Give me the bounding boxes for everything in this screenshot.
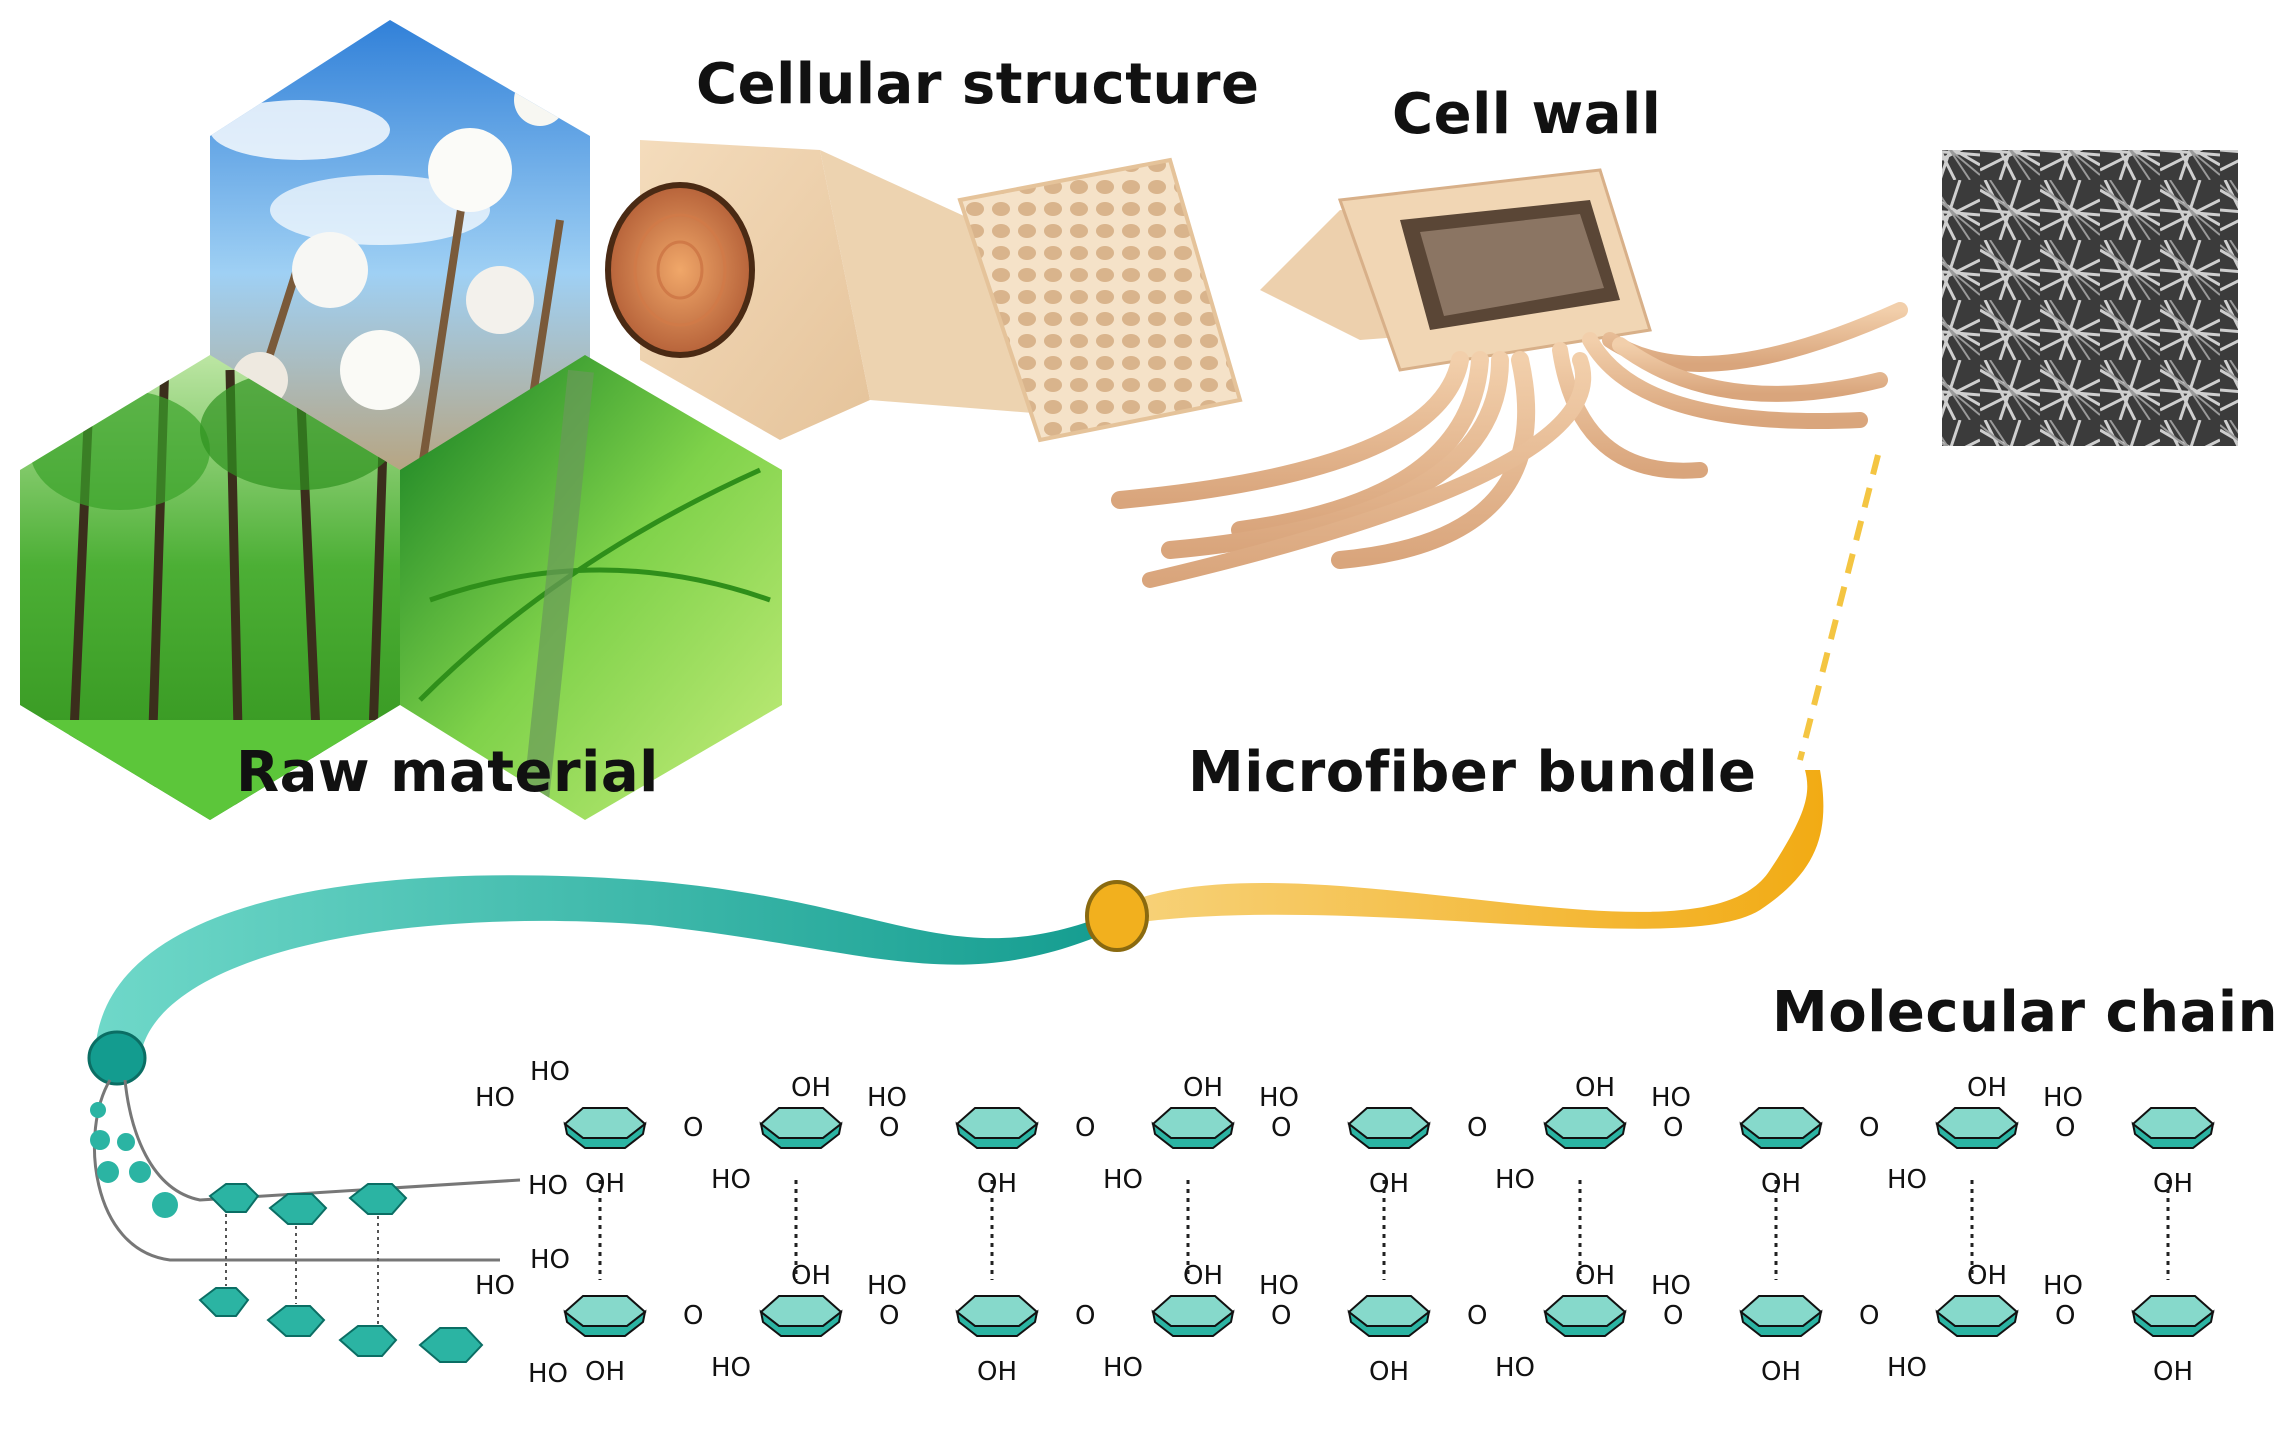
- chain-schematic: [90, 1079, 521, 1363]
- molecule-label: HO: [528, 1171, 568, 1201]
- glucose-ring: [564, 1295, 646, 1337]
- glucose-ring: [760, 1107, 842, 1149]
- teal-tube-end: [87, 1030, 147, 1086]
- molecule-label: HO: [2043, 1271, 2083, 1301]
- molecule-label: O: [1075, 1301, 1095, 1331]
- molecule-label: OH: [1369, 1169, 1409, 1199]
- molecule-label: HO: [1103, 1165, 1143, 1195]
- molecule-label: OH: [1575, 1261, 1615, 1291]
- molecule-label: OH: [1761, 1169, 1801, 1199]
- molecule-label: HO: [1259, 1083, 1299, 1113]
- molecule-label: OH: [1761, 1357, 1801, 1387]
- molecule-label: OH: [1369, 1357, 1409, 1387]
- molecule-label: O: [1663, 1301, 1683, 1331]
- molecule-label: HO: [530, 1057, 570, 1087]
- molecule-label: O: [1859, 1113, 1879, 1143]
- molecule-label: O: [683, 1301, 703, 1331]
- molecule-label: OH: [1967, 1073, 2007, 1103]
- molecule-label: HO: [867, 1271, 907, 1301]
- molecule-label: HO: [2043, 1083, 2083, 1113]
- glucose-ring: [1936, 1107, 2018, 1149]
- fibrils-spreading: [1111, 302, 1908, 588]
- microfiber-bundle-cross-section: [1085, 880, 1149, 952]
- molecule-label: O: [879, 1301, 899, 1331]
- glucose-ring: [956, 1107, 1038, 1149]
- molecule-label: OH: [791, 1261, 831, 1291]
- molecule-label: OH: [585, 1169, 625, 1199]
- glucose-ring: [2132, 1295, 2214, 1337]
- glucose-ring: [564, 1107, 646, 1149]
- molecule-label: HO: [1103, 1353, 1143, 1383]
- molecule-label: HO: [711, 1165, 751, 1195]
- glucose-ring: [1152, 1107, 1234, 1149]
- molecule-label: OH: [2153, 1169, 2193, 1199]
- label-microfiber-bundle: Microfiber bundle: [1188, 740, 1757, 805]
- label-molecular-chain: Molecular chain: [1772, 980, 2278, 1045]
- molecular-chain: OHOOHOOHHOOHOOHOOHHOOHOOHOOHHOOHOOHOOHHO…: [475, 1057, 2214, 1389]
- molecule-label: O: [1467, 1301, 1487, 1331]
- molecule-label: HO: [711, 1353, 751, 1383]
- molecule-label: HO: [1495, 1353, 1535, 1383]
- molecule-label: OH: [585, 1357, 625, 1387]
- molecule-label: O: [2055, 1113, 2075, 1143]
- molecule-label: OH: [791, 1073, 831, 1103]
- molecule-label: O: [683, 1113, 703, 1143]
- molecule-label: O: [2055, 1301, 2075, 1331]
- molecule-label: HO: [528, 1359, 568, 1389]
- label-cell-wall: Cell wall: [1392, 82, 1662, 147]
- molecule-label: O: [879, 1113, 899, 1143]
- microfiber-gold-ribbon: [1120, 770, 1824, 929]
- molecule-label: O: [1075, 1113, 1095, 1143]
- molecule-label: O: [1859, 1301, 1879, 1331]
- molecule-label: OH: [1575, 1073, 1615, 1103]
- molecule-label: HO: [1887, 1165, 1927, 1195]
- molecule-label: HO: [1259, 1271, 1299, 1301]
- glucose-ring: [1348, 1107, 1430, 1149]
- molecule-label: HO: [1887, 1353, 1927, 1383]
- molecule-label: HO: [1651, 1271, 1691, 1301]
- molecule-label: OH: [1183, 1073, 1223, 1103]
- molecule-label: O: [1271, 1113, 1291, 1143]
- molecule-label: HO: [867, 1083, 907, 1113]
- molecule-label: HO: [1495, 1165, 1535, 1195]
- molecule-label: OH: [977, 1169, 1017, 1199]
- glucose-ring: [1348, 1295, 1430, 1337]
- honeycomb-tissue: [957, 157, 1243, 443]
- glucose-ring: [760, 1295, 842, 1337]
- glucose-ring: [1152, 1295, 1234, 1337]
- molecule-label: OH: [1967, 1261, 2007, 1291]
- molecule-label: OH: [2153, 1357, 2193, 1387]
- molecule-label: HO: [475, 1083, 515, 1113]
- molecule-label: O: [1663, 1113, 1683, 1143]
- glucose-ring: [1740, 1107, 1822, 1149]
- glucose-ring: [1544, 1295, 1626, 1337]
- molecule-label: HO: [475, 1271, 515, 1301]
- cell-wall-tube: [1260, 168, 1652, 372]
- molecule-label: OH: [1183, 1261, 1223, 1291]
- molecule-label: O: [1271, 1301, 1291, 1331]
- molecule-label: OH: [977, 1357, 1017, 1387]
- molecule-label: HO: [1651, 1083, 1691, 1113]
- microfiber-teal-ribbon: [95, 875, 1125, 1060]
- molecule-label: O: [1467, 1113, 1487, 1143]
- molecule-label: HO: [530, 1245, 570, 1275]
- glucose-ring: [1740, 1295, 1822, 1337]
- glucose-ring: [1936, 1295, 2018, 1337]
- label-raw-material: Raw material: [236, 740, 659, 805]
- glucose-ring: [1544, 1107, 1626, 1149]
- glucose-ring: [2132, 1107, 2214, 1149]
- glucose-ring: [956, 1295, 1038, 1337]
- dashed-connector: [1797, 454, 1881, 761]
- sem-micrograph-image: [1942, 150, 2238, 446]
- label-cellular-structure: Cellular structure: [696, 52, 1260, 117]
